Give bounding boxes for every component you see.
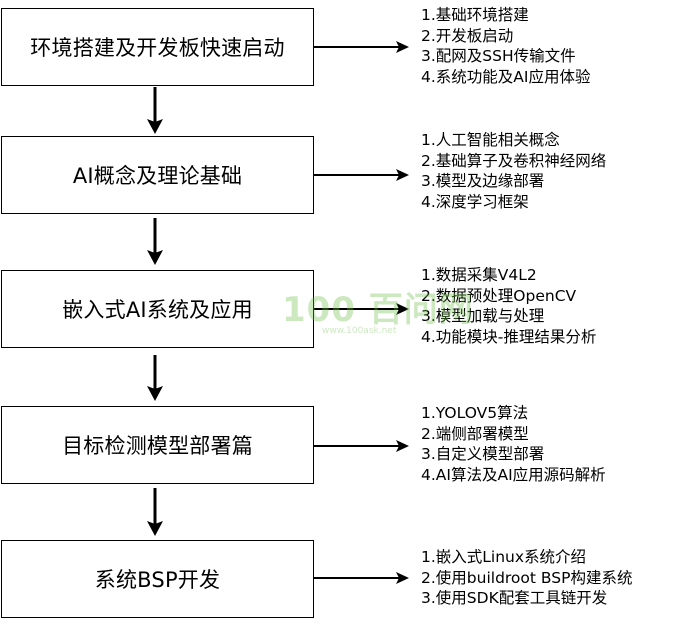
stage-box-1: 环境搭建及开发板快速启动 <box>1 8 314 86</box>
stage-4-item-3: 3.自定义模型部署 <box>421 445 545 463</box>
stage-3-item-2: 2.数据预处理OpenCV <box>421 286 577 305</box>
stage-2-item-4: 4.深度学习框架 <box>421 192 529 211</box>
stage-notes-4: 1.YOLOV5算法 2.端侧部署模型 3.自定义模型部署 4.AI算法及AI应… <box>421 403 606 485</box>
stage-notes-1: 1.基础环境搭建 2.开发板启动 3.配网及SSH传输文件 4.系统功能及AI应… <box>421 5 590 87</box>
stage-1-item-1: 1.基础环境搭建 <box>421 6 529 24</box>
stage-1-item-3: 3.配网及SSH传输文件 <box>421 47 576 65</box>
stage-title-1: 环境搭建及开发板快速启动 <box>30 36 285 60</box>
stage-2-item-2: 2.基础算子及卷积神经网络 <box>421 151 607 170</box>
arrowhead-stage-5-notes <box>396 572 409 584</box>
stage-2-item-1: 1.人工智能相关概念 <box>421 131 560 149</box>
stage-notes-5: 1.嵌入式Linux系统介绍 2.使用buildroot BSP构建系统 3.使… <box>421 547 632 609</box>
stage-3-item-4: 4.功能模块-推理结果分析 <box>421 327 597 346</box>
stage-notes-2: 1.人工智能相关概念 2.基础算子及卷积神经网络 3.模型及边缘部署 4.深度学… <box>421 130 606 212</box>
stage-4-item-2: 2.端侧部署模型 <box>421 424 529 443</box>
stage-title-3: 嵌入式AI系统及应用 <box>62 298 253 322</box>
stage-4-item-4: 4.AI算法及AI应用源码解析 <box>421 465 606 484</box>
arrowhead-stage-3-notes <box>396 303 409 315</box>
arrowhead-stage-4-notes <box>396 440 409 452</box>
stage-3-item-3: 3.模型加载与处理 <box>421 307 545 325</box>
stage-4-item-1: 1.YOLOV5算法 <box>421 404 529 422</box>
stage-1-item-4: 4.系统功能及AI应用体验 <box>421 67 591 86</box>
stage-box-4: 目标检测模型部署篇 <box>1 406 314 484</box>
stage-5-item-1: 1.嵌入式Linux系统介绍 <box>421 548 587 566</box>
arrowhead-stage-1-to-2 <box>147 119 163 134</box>
stage-5-item-2: 2.使用buildroot BSP构建系统 <box>421 568 633 587</box>
arrowhead-stage-2-notes <box>396 169 409 181</box>
stage-title-2: AI概念及理论基础 <box>72 164 243 188</box>
stage-5-item-3: 3.使用SDK配套工具链开发 <box>421 589 608 607</box>
arrowhead-stage-2-to-3 <box>147 250 163 265</box>
stage-title-4: 目标检测模型部署篇 <box>62 434 253 458</box>
arrowhead-stage-1-notes <box>396 41 409 53</box>
arrowhead-stage-3-to-4 <box>147 386 163 401</box>
stage-notes-3: 1.数据采集V4L2 2.数据预处理OpenCV 3.模型加载与处理 4.功能模… <box>421 265 596 347</box>
stage-box-5: 系统BSP开发 <box>1 540 314 618</box>
stage-box-2: AI概念及理论基础 <box>1 136 314 214</box>
stage-1-item-2: 2.开发板启动 <box>421 26 514 45</box>
stage-box-3: 嵌入式AI系统及应用 <box>1 270 314 348</box>
stage-3-item-1: 1.数据采集V4L2 <box>421 266 537 284</box>
stage-title-5: 系统BSP开发 <box>94 568 221 592</box>
stage-2-item-3: 3.模型及边缘部署 <box>421 172 545 190</box>
arrowhead-stage-4-to-5 <box>147 521 163 536</box>
